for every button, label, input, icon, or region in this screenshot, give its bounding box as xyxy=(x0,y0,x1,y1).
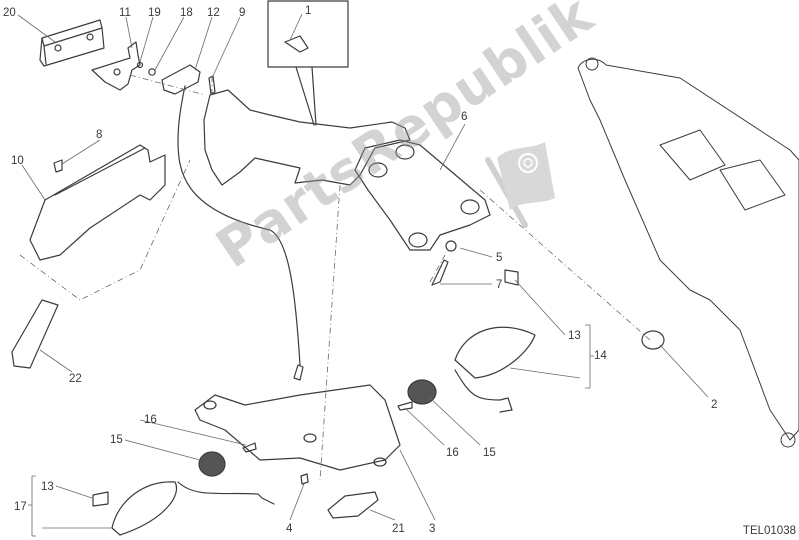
callout-10[interactable]: 10 xyxy=(11,155,24,167)
part-11-bracket xyxy=(91,41,141,91)
callout-8[interactable]: 8 xyxy=(96,129,103,141)
callout-1[interactable]: 1 xyxy=(305,5,312,17)
part-14-right-indicator xyxy=(454,269,536,413)
tail-cover xyxy=(177,89,411,381)
part-13-bulb-left xyxy=(92,491,109,507)
callout-7[interactable]: 7 xyxy=(496,279,503,291)
diagram-code: TEL01038 xyxy=(742,525,796,537)
part-8-screw xyxy=(53,159,63,173)
part-2-rubber-mount xyxy=(641,330,665,350)
callout-17[interactable]: 17 xyxy=(14,501,27,513)
callout-13[interactable]: 13 xyxy=(568,330,581,342)
callout-9[interactable]: 9 xyxy=(239,7,246,19)
part-19-washer xyxy=(136,61,144,69)
callout-21[interactable]: 21 xyxy=(392,523,405,535)
part-18-nut xyxy=(148,68,156,76)
callout-3[interactable]: 3 xyxy=(429,523,436,535)
callout-11[interactable]: 11 xyxy=(119,7,131,19)
callout-18[interactable]: 18 xyxy=(180,7,193,19)
callout-16[interactable]: 16 xyxy=(144,414,157,426)
callout-4[interactable]: 4 xyxy=(286,523,293,535)
callout-20[interactable]: 20 xyxy=(3,7,16,19)
part-6-support-plate xyxy=(354,139,491,251)
callout-13[interactable]: 13 xyxy=(41,481,54,493)
gear-flag-icon xyxy=(485,142,555,228)
callout-6[interactable]: 6 xyxy=(461,111,468,123)
callout-5[interactable]: 5 xyxy=(496,252,503,264)
part-15-grommet-right xyxy=(407,379,437,405)
part-16-screw-right xyxy=(397,401,413,411)
part-5-spacer xyxy=(445,240,457,252)
part-9-screw xyxy=(208,75,216,95)
callout-15[interactable]: 15 xyxy=(483,447,496,459)
rear-subframe xyxy=(577,57,799,448)
callout-2[interactable]: 2 xyxy=(711,399,718,411)
part-4-screw xyxy=(300,473,309,485)
part-1-inset-box xyxy=(267,0,349,126)
part-21-reflector xyxy=(327,491,379,519)
callout-22[interactable]: 22 xyxy=(69,373,82,385)
part-10-plate-holder xyxy=(29,144,166,261)
callout-14[interactable]: 14 xyxy=(594,350,607,362)
callout-16[interactable]: 16 xyxy=(446,447,459,459)
callout-19[interactable]: 19 xyxy=(148,7,161,19)
part-12-connector xyxy=(161,64,201,141)
part-13-bulb-right xyxy=(504,269,519,286)
part-15-grommet-left xyxy=(198,451,226,477)
part-16-screw-left xyxy=(242,442,257,453)
part-7-screw xyxy=(431,259,449,286)
leader-lines xyxy=(17,13,709,537)
callout-12[interactable]: 12 xyxy=(207,7,220,19)
dash-dot-lines xyxy=(19,74,651,481)
part-20-plate-light-lens xyxy=(39,19,105,67)
part-3-lower-bracket xyxy=(194,384,401,471)
part-22-reflector xyxy=(11,299,59,369)
callout-15[interactable]: 15 xyxy=(110,434,123,446)
part-17-left-indicator xyxy=(92,481,275,536)
